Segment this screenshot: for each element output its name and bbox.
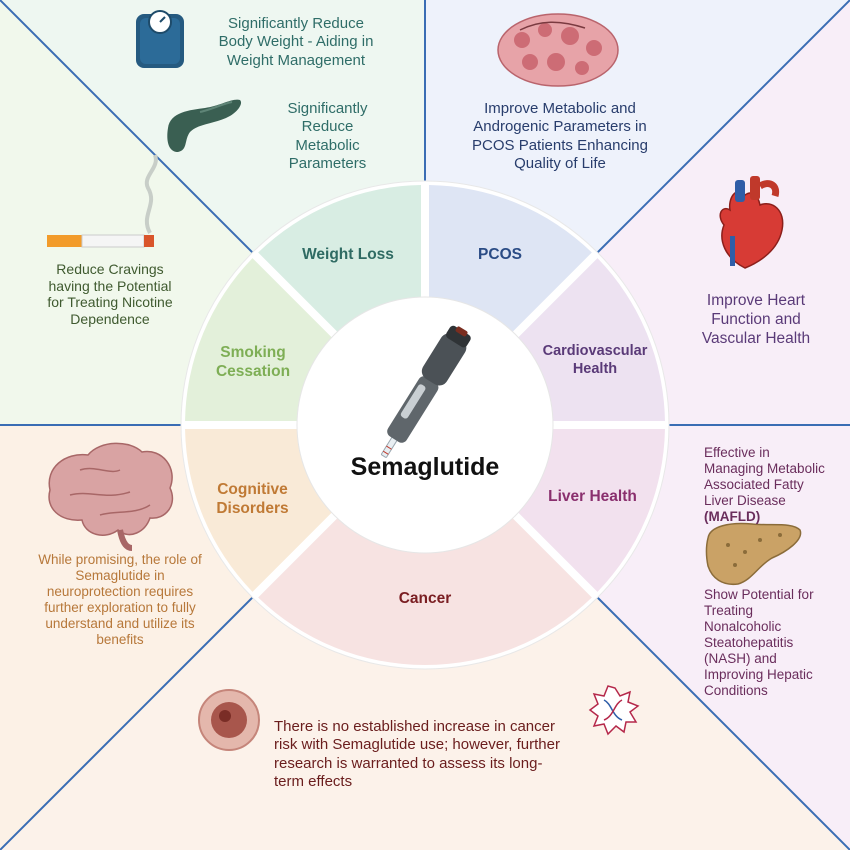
desc-weight-metabolic: Significantly Reduce Metabolic Parameter…	[270, 100, 385, 173]
desc-heart-line2: Function and	[711, 310, 801, 328]
desc-heart: Improve Heart Function and Vascular Heal…	[686, 292, 826, 349]
segment-label-cognitive: Cognitive Disorders	[195, 480, 310, 519]
desc-mafld-line2: Managing Metabolic	[704, 460, 825, 476]
center-circle	[296, 296, 554, 554]
segment-label-smoking-line1: Smoking	[220, 344, 286, 361]
segment-label-liver: Liver Health	[548, 488, 637, 505]
desc-pcos-line1: Improve Metabolic and	[484, 100, 636, 117]
desc-weight-body-line2: Body Weight - Aiding in	[218, 33, 374, 51]
desc-nash-line4: Steatohepatitis	[704, 634, 794, 650]
segment-label-cardiovascular-line2: Health	[572, 361, 618, 378]
desc-nash-line5: (NASH) and	[704, 650, 777, 666]
desc-heart-line1: Improve Heart	[706, 292, 806, 309]
ovary-icon	[497, 13, 619, 87]
desc-pcos-line4: Quality of Life	[514, 154, 606, 172]
segment-smoking	[185, 258, 332, 422]
desc-nash-line1: Show Potential for	[704, 587, 814, 602]
desc-weight-body-line1: Significantly Reduce	[228, 15, 364, 32]
segment-label-cardiovascular: Cardiovascular Health	[525, 342, 665, 378]
desc-weight-body: Significantly Reduce Body Weight - Aidin…	[196, 15, 396, 70]
segment-liver	[518, 428, 665, 592]
desc-weight-metabolic-line3: Metabolic	[295, 136, 360, 154]
injection-pen-icon	[381, 325, 471, 458]
desc-nash-line3: Nonalcoholic	[704, 618, 782, 634]
segment-label-pcos: PCOS	[478, 246, 522, 263]
desc-mafld-line1: Effective in	[704, 445, 770, 460]
desc-cognitive: While promising, the role of Semaglutide…	[20, 552, 220, 648]
desc-pcos-line3: PCOS Patients Enhancing	[472, 136, 648, 154]
segment-cancer	[258, 518, 592, 666]
desc-cognitive-line6: benefits	[96, 631, 144, 647]
desc-pcos-line2: Androgenic Parameters in	[473, 118, 647, 136]
scale-icon	[136, 10, 184, 68]
desc-smoking-line4: Dependence	[70, 310, 150, 327]
desc-mafld-line3: Associated Fatty	[704, 476, 804, 492]
desc-cancer-line3: research is warranted to assess its long…	[274, 754, 543, 772]
segment-cognitive	[185, 428, 332, 592]
desc-pcos: Improve Metabolic and Androgenic Paramet…	[450, 100, 670, 173]
desc-weight-metabolic-line1: Significantly	[287, 100, 368, 117]
segment-label-cognitive-line2: Disorders	[216, 500, 289, 518]
desc-mafld: Effective in Managing Metabolic Associat…	[704, 445, 844, 525]
desc-cognitive-line5: understand and utilize its	[45, 615, 195, 631]
desc-nash-line6: Improving Hepatic	[704, 666, 813, 682]
desc-nash: Show Potential for Treating Nonalcoholic…	[704, 587, 844, 698]
desc-nash-line7: Conditions	[704, 682, 768, 698]
desc-weight-body-line3: Weight Management	[226, 51, 366, 69]
desc-weight-metabolic-line2: Reduce	[301, 118, 354, 136]
brain-icon	[48, 442, 174, 551]
segment-cardiovascular	[518, 258, 665, 422]
center-title: Semaglutide	[350, 453, 500, 481]
virus-dna-icon	[588, 685, 640, 736]
segment-label-cancer: Cancer	[398, 590, 452, 607]
desc-mafld-line5: (MAFLD)	[704, 508, 761, 524]
desc-cancer: There is no established increase in canc…	[274, 718, 574, 791]
desc-heart-line3: Vascular Health	[701, 329, 811, 347]
desc-cancer-line1: There is no established increase in canc…	[274, 718, 555, 735]
desc-nash-line2: Treating	[704, 602, 754, 618]
desc-cognitive-line4: further exploration to fully	[44, 599, 196, 615]
segment-label-smoking: Smoking Cessation	[198, 343, 308, 382]
cigarette-icon	[47, 154, 158, 248]
segment-label-weight-loss: Weight Loss	[302, 246, 394, 263]
segment-label-cardiovascular-line1: Cardiovascular	[542, 343, 648, 359]
segment-pcos	[428, 185, 592, 332]
segment-label-cognitive-line1: Cognitive	[217, 481, 288, 498]
desc-cognitive-line1: While promising, the role of	[38, 552, 202, 567]
heart-icon	[719, 176, 784, 269]
segment-label-smoking-line2: Cessation	[215, 363, 291, 381]
desc-cognitive-line3: neuroprotection requires	[46, 583, 194, 599]
desc-smoking-line1: Reduce Cravings	[56, 261, 164, 277]
liver-icon	[705, 522, 802, 586]
desc-smoking: Reduce Cravings having the Potential for…	[30, 261, 190, 327]
desc-weight-metabolic-line4: Parameters	[288, 154, 367, 172]
pancreas-icon	[167, 99, 242, 152]
desc-smoking-line2: having the Potential	[48, 277, 172, 294]
desc-smoking-line3: for Treating Nicotine	[47, 294, 173, 311]
segment-weight-loss	[258, 185, 422, 332]
cancer-cell-icon	[198, 689, 260, 751]
desc-cognitive-line2: Semaglutide in	[75, 567, 165, 583]
desc-mafld-line4: Liver Disease	[704, 492, 786, 508]
segment-ring	[180, 180, 670, 670]
desc-cancer-line4: term effects	[274, 772, 353, 790]
desc-cancer-line2: risk with Semaglutide use; however, furt…	[274, 736, 560, 754]
